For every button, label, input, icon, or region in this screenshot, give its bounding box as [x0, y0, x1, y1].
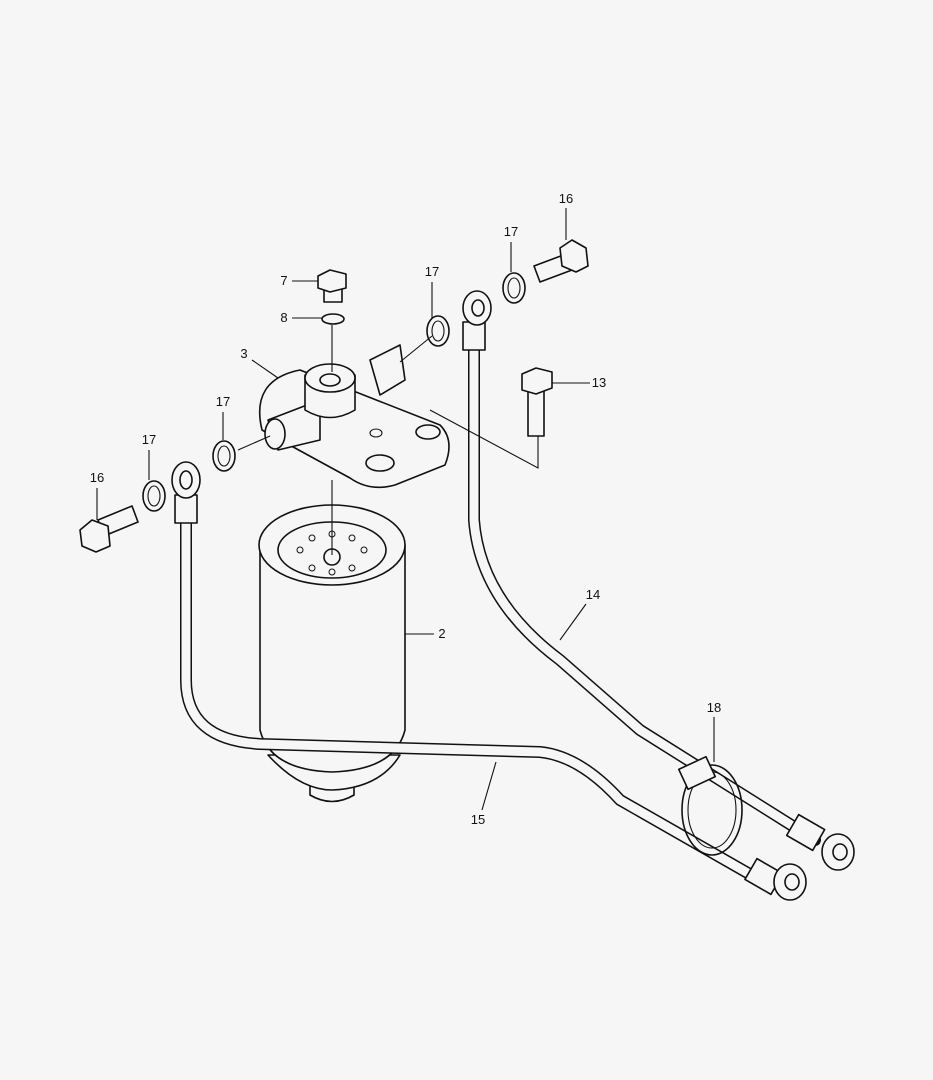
clamp-18	[677, 755, 743, 856]
pipe-15	[171, 461, 807, 901]
callout-14: 14	[585, 587, 601, 602]
callout-16: 16	[558, 191, 574, 206]
callout-18: 18	[706, 700, 722, 715]
callout-17: 17	[215, 394, 231, 409]
washer-17	[426, 315, 450, 347]
leader-lines	[96, 208, 715, 811]
callout-17: 17	[424, 264, 440, 279]
banjo-bolt-16-right	[502, 239, 589, 304]
callout-17: 17	[141, 432, 157, 447]
banjo-bolt-16-left	[79, 480, 166, 553]
plug-7	[317, 269, 347, 325]
callout-13: 13	[591, 375, 607, 390]
callout-16: 16	[89, 470, 105, 485]
filter-head	[258, 344, 450, 489]
bolt-13	[521, 367, 553, 437]
callout-7: 7	[280, 273, 288, 288]
washer-17	[212, 440, 236, 472]
callout-3: 3	[240, 346, 248, 361]
callout-2: 2	[438, 626, 446, 641]
callout-8: 8	[280, 310, 288, 325]
pipe-14	[462, 290, 855, 871]
callout-17: 17	[503, 224, 519, 239]
callout-15: 15	[470, 812, 486, 827]
